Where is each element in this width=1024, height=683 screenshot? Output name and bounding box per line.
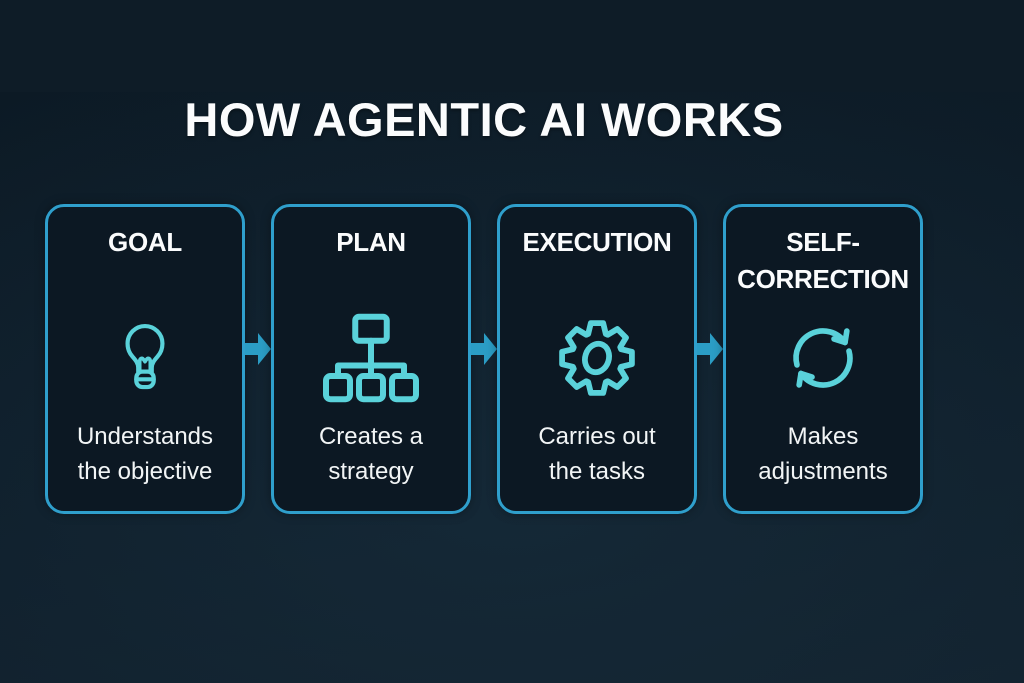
desc-line: the tasks <box>548 458 646 485</box>
step-card-goal: GOAL Understands the objective <box>45 204 245 514</box>
desc-line: strategy <box>328 458 414 485</box>
step-card-plan: PLAN Creates a strategy <box>271 204 471 514</box>
desc-line: Understands <box>76 423 214 450</box>
right-arrow-icon <box>245 333 271 370</box>
infographic-canvas: HOW AGENTIC AI WORKS GOAL Understands th… <box>0 92 1024 683</box>
desc-line: the objective <box>77 458 213 485</box>
page-title: HOW AGENTIC AI WORKS <box>184 93 784 146</box>
step-title: EXECUTION <box>522 227 672 257</box>
flow-arrow <box>245 204 271 370</box>
flow-arrow <box>471 204 497 370</box>
step-title: GOAL <box>108 227 182 257</box>
right-arrow-icon <box>471 333 497 370</box>
step-description: Creates a strategy <box>319 419 423 489</box>
step-title: SELF- CORRECTION <box>737 227 909 294</box>
cycle-arrows-icon <box>782 317 864 404</box>
step-description: Makes adjustments <box>758 419 887 489</box>
step-card-self-correction: SELF- CORRECTION Makes adjustments <box>723 204 923 514</box>
step-icon-area <box>284 302 458 419</box>
step-description: Carries out the tasks <box>538 419 655 489</box>
desc-line: Makes <box>787 423 859 450</box>
lightbulb-icon <box>114 316 176 405</box>
desc-line: adjustments <box>758 458 888 485</box>
hierarchy-icon <box>323 313 419 408</box>
desc-line: Carries out <box>538 423 656 450</box>
right-arrow-icon <box>697 333 723 370</box>
flow-arrow <box>697 204 723 370</box>
gear-icon <box>555 316 639 405</box>
step-description: Understands the objective <box>77 419 213 489</box>
step-title: PLAN <box>336 227 406 257</box>
step-icon-area <box>736 302 910 419</box>
step-icon-area <box>510 302 684 419</box>
step-card-execution: EXECUTION Carries out the tasks <box>497 204 697 514</box>
step-icon-area <box>58 302 232 419</box>
desc-line: Creates a <box>318 423 424 450</box>
flow-diagram: GOAL Understands the objective <box>0 204 1024 514</box>
